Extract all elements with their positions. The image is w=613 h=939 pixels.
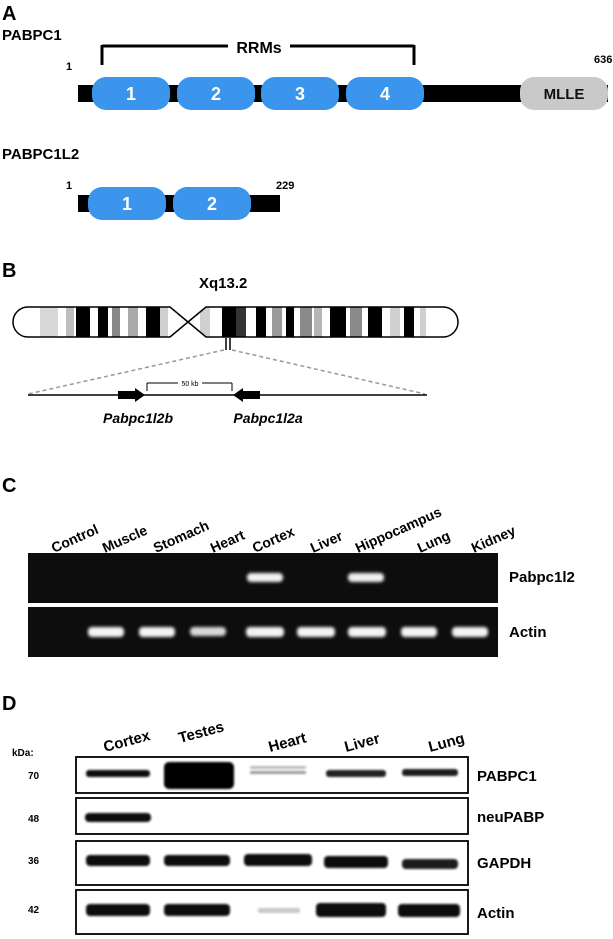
wb-lane-cortex: Cortex (102, 727, 153, 756)
pabpc1-domain-3: 3 (261, 77, 339, 110)
svg-text:1: 1 (122, 194, 132, 214)
panel-d-label: D (2, 693, 16, 715)
gene-locus-map: 50 kb (28, 378, 427, 402)
western-lane-labels: Cortex Testes Heart Liver Lung (102, 718, 467, 755)
zoom-lines (27, 349, 426, 395)
blot-neupabp (75, 797, 469, 835)
rrm-label: RRMs (236, 40, 281, 57)
svg-text:4: 4 (380, 84, 390, 104)
blot-label-gapdh: GAPDH (477, 855, 531, 872)
lane-label-liver: Liver (308, 527, 346, 555)
lane-label-heart: Heart (208, 526, 248, 555)
pabpc1l2-start: 1 (66, 180, 72, 192)
pabpc1l2-domain-2: 2 (173, 187, 251, 220)
gene-b-arrow (118, 388, 145, 402)
marker-42: 42 (28, 905, 40, 916)
svg-text:1: 1 (126, 84, 136, 104)
gel-actin (28, 607, 498, 657)
marker-36: 36 (28, 856, 40, 867)
lane-label-cortex: Cortex (250, 523, 297, 556)
pabpc1l2-name: PABPC1L2 (2, 146, 79, 163)
pabpc1-start: 1 (66, 61, 72, 73)
mlle-domain: MLLE (520, 77, 608, 110)
rtpcr-lane-labels: Control Muscle Stomach Heart Cortex Live… (49, 503, 518, 555)
distance-label: 50 kb (181, 381, 198, 388)
panel-b-label: B (2, 260, 16, 282)
lane-label-stomach: Stomach (151, 517, 212, 556)
panel-c-label: C (2, 475, 16, 497)
lane-label-lung: Lung (415, 527, 453, 556)
gene-a-arrow (233, 388, 260, 402)
svg-text:2: 2 (211, 84, 221, 104)
lane-label-control: Control (49, 521, 101, 556)
svg-text:3: 3 (295, 84, 305, 104)
pabpc1l2-domain-1: 1 (88, 187, 166, 220)
pabpc1-end: 636 (594, 54, 612, 66)
gene-b-label: Pabpc1l2b (103, 410, 173, 426)
wb-lane-testes: Testes (177, 718, 226, 746)
panel-a-label: A (2, 3, 16, 25)
lane-label-kidney: Kidney (469, 522, 518, 556)
kda-label: kDa: (12, 748, 34, 759)
blot-actin (75, 889, 469, 935)
gene-a-label: Pabpc1l2a (233, 410, 302, 426)
blot-label-neupabp: neuPABP (477, 809, 544, 826)
rrm-bracket: RRMs (100, 36, 416, 65)
chromosome-ideogram (12, 306, 459, 350)
gel-row-label-actin: Actin (509, 624, 547, 641)
svg-text:2: 2 (207, 194, 217, 214)
gel-row-label-pabpc1l2: Pabpc1l2 (509, 569, 575, 586)
blot-label-actin: Actin (477, 905, 515, 922)
blot-label-pabpc1: PABPC1 (477, 768, 537, 785)
lane-label-muscle: Muscle (100, 522, 150, 556)
blot-gapdh (75, 840, 469, 886)
pabpc1-domain-1: 1 (92, 77, 170, 110)
marker-48: 48 (28, 814, 40, 825)
pabpc1-domain-4: 4 (346, 77, 424, 110)
blot-pabpc1 (75, 756, 469, 794)
marker-70: 70 (28, 771, 40, 782)
wb-lane-lung: Lung (427, 730, 467, 756)
pabpc1l2-end: 229 (276, 180, 294, 192)
wb-lane-liver: Liver (343, 730, 382, 756)
gel-pabpc1l2 (28, 553, 498, 603)
pabpc1-domain-2: 2 (177, 77, 255, 110)
wb-lane-heart: Heart (267, 730, 308, 756)
svg-text:MLLE: MLLE (544, 86, 585, 103)
pabpc1-name: PABPC1 (2, 27, 62, 44)
locus-label: Xq13.2 (199, 275, 247, 292)
